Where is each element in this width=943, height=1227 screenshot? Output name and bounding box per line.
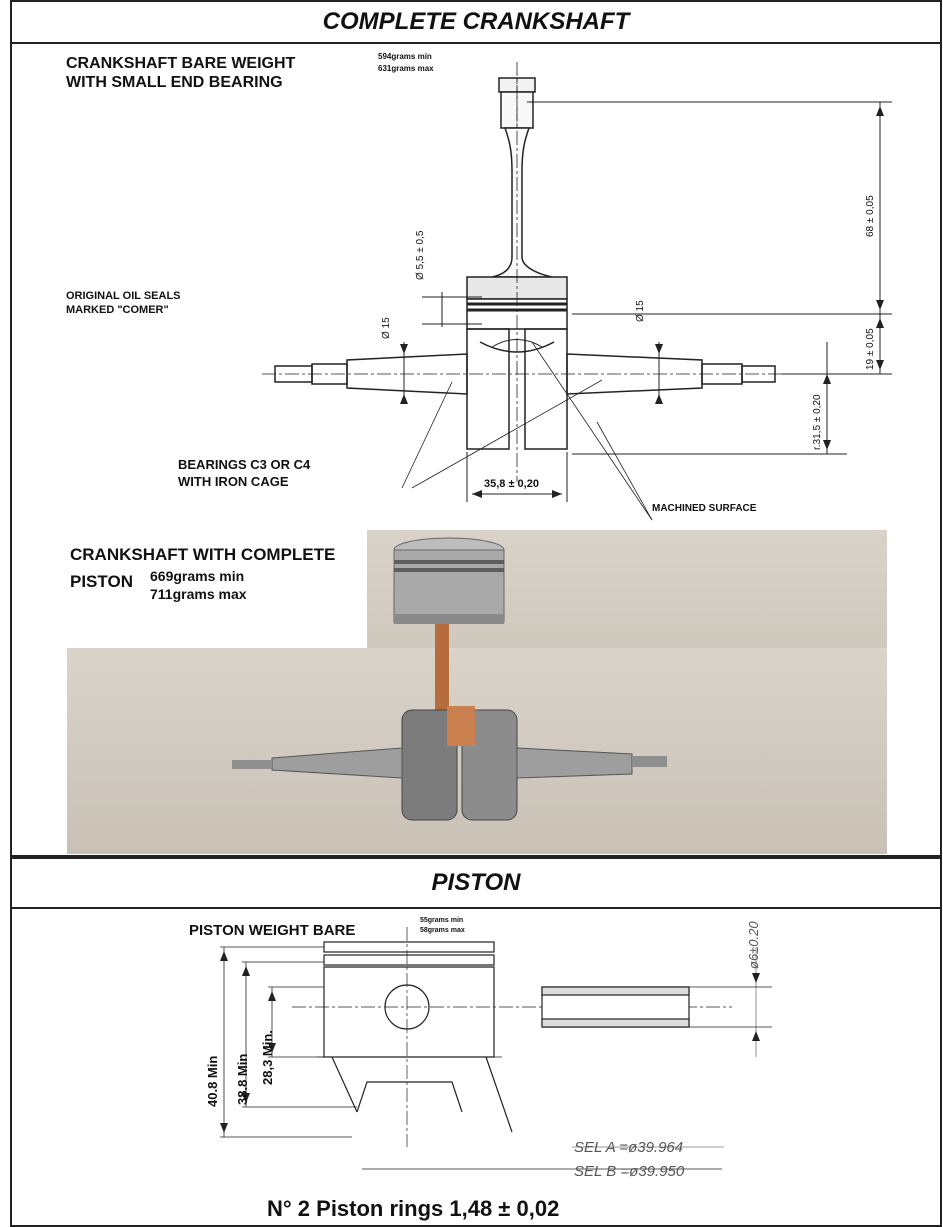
- bearings-label-line2: WITH IRON CAGE: [178, 474, 289, 489]
- complete-max: 711grams max: [150, 586, 247, 602]
- dim-bore: Ø 5,5 ± 0,5: [415, 230, 426, 280]
- machined-surface-label: MACHINED SURFACE: [652, 503, 757, 514]
- oil-seals-label-line2: MARKED "COMER": [66, 304, 169, 316]
- crankshaft-section: COMPLETE CRANKSHAFT: [10, 0, 942, 857]
- complete-piston-label-line1: CRANKSHAFT WITH COMPLETE: [70, 545, 336, 564]
- bare-weight-label-line1: CRANKSHAFT BARE WEIGHT: [66, 55, 296, 72]
- complete-min: 669grams min: [150, 568, 245, 584]
- piston-weight-min: 55grams min: [420, 917, 464, 924]
- crankshaft-drawing: [262, 62, 892, 521]
- bare-weight-label-line2: WITH SMALL END BEARING: [66, 74, 283, 91]
- piston-drawing: [220, 927, 772, 1170]
- dim-piston-height-2: 38.8 Min: [235, 1053, 250, 1105]
- dim-piston-height-1: 40.8 Min: [205, 1055, 220, 1107]
- dim-radius: r.31,5 ± 0,20: [812, 394, 823, 450]
- dim-shaft-left: Ø 15: [381, 317, 392, 339]
- dim-width: 35,8 ± 0,20: [484, 478, 539, 490]
- dim-rod-length: 68 ± 0,05: [865, 195, 876, 237]
- sel-a: SEL A =ø39.964: [574, 1139, 684, 1156]
- dim-pin-diameter: ø6±0.20: [746, 921, 761, 969]
- piston-weight-label: PISTON WEIGHT BARE: [189, 922, 356, 939]
- dim-piston-height-3: 28,3 Min.: [260, 1030, 275, 1085]
- sel-b: SEL B =ø39.950: [574, 1163, 685, 1180]
- crankshaft-section-title: COMPLETE CRANKSHAFT: [12, 2, 940, 44]
- dim-shaft-right: Ø 15: [635, 300, 646, 322]
- piston-section: PISTON PISTON WEIGHT BARE 55grams min 58…: [10, 857, 942, 1227]
- bare-weight-min: 594grams min: [378, 52, 432, 61]
- bearings-label-line1: BEARINGS C3 OR C4: [178, 457, 311, 472]
- piston-weight-max: 58grams max: [420, 927, 465, 934]
- piston-section-title: PISTON: [12, 859, 940, 909]
- piston-rings-label: N° 2 Piston rings 1,48 ± 0,02: [267, 1196, 560, 1221]
- bare-weight-max: 631grams max: [378, 64, 434, 73]
- crankshaft-photo-drawing: [232, 537, 667, 821]
- dim-offset: 19 ± 0,05: [865, 328, 876, 370]
- complete-piston-label-line2: PISTON: [70, 572, 133, 591]
- oil-seals-label-line1: ORIGINAL OIL SEALS: [66, 290, 181, 302]
